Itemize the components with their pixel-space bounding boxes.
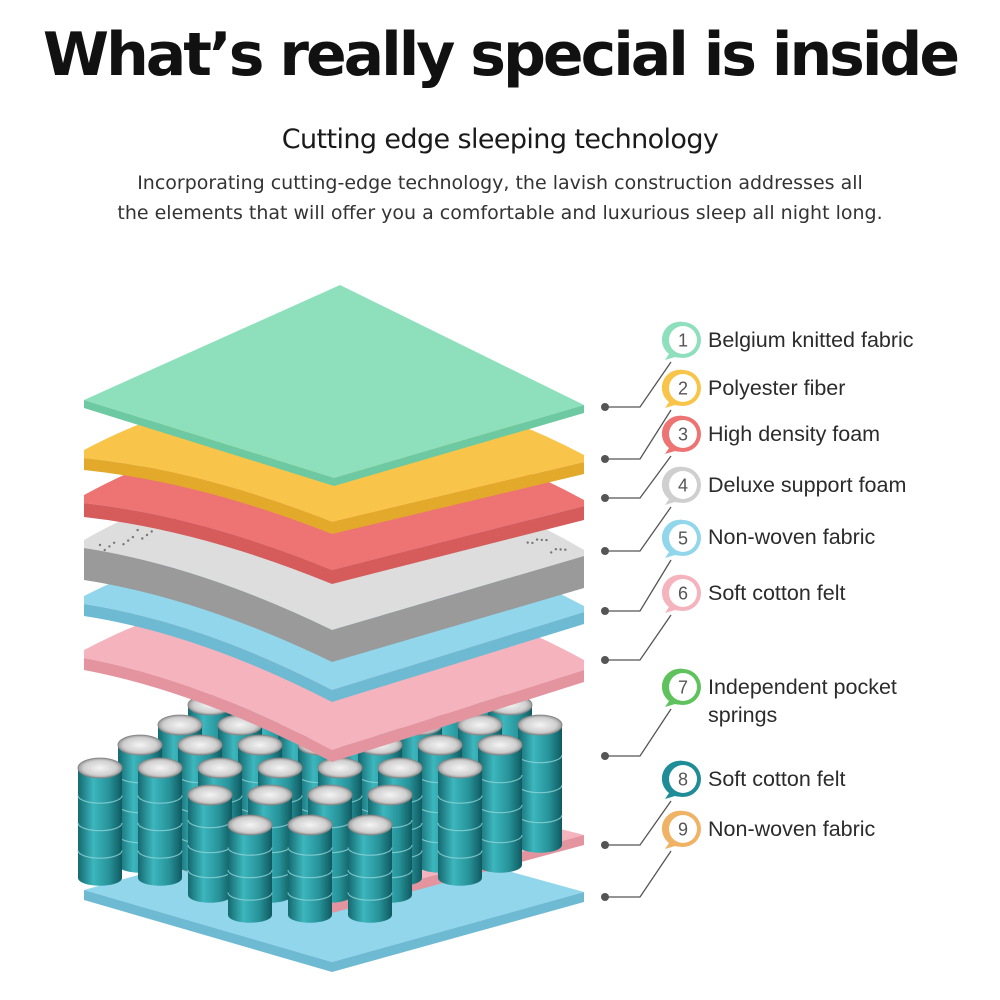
leader-lines: 1 2 3 4 5 6 7 8 9 — [601, 321, 701, 901]
layer-badge-3: 3 — [661, 415, 701, 454]
layer-label-7: Independent pocket springs — [708, 675, 897, 727]
leader-line-2 — [605, 409, 672, 460]
leader-line-8 — [605, 800, 672, 846]
leader-line-1 — [605, 361, 672, 408]
layer-label-1: Belgium knitted fabric — [708, 328, 914, 352]
leader-dot-2 — [601, 455, 609, 463]
page-subtitle: Cutting edge sleeping technology — [281, 124, 719, 155]
leader-dot-8 — [601, 841, 609, 849]
pocket-spring — [517, 714, 563, 853]
layer-badge-number-2: 2 — [678, 379, 688, 399]
layer-badge-9: 9 — [661, 810, 701, 849]
pocket-spring — [477, 734, 523, 873]
pocket-spring — [137, 757, 183, 886]
layer-badge-4: 4 — [661, 466, 701, 505]
layer-badge-2: 2 — [661, 369, 701, 408]
layer-badge-number-6: 6 — [678, 584, 688, 604]
layer-label-8: Soft cotton felt — [708, 767, 846, 791]
layer-badge-1: 1 — [661, 321, 701, 360]
leader-line-4 — [605, 506, 672, 552]
layer-badge-number-1: 1 — [678, 331, 688, 351]
leader-dot-9 — [601, 893, 609, 901]
description-line-1: Incorporating cutting-edge technology, t… — [137, 172, 863, 194]
leader-dot-1 — [601, 403, 609, 411]
layer-badge-5: 5 — [661, 519, 701, 558]
layer-badge-7: 7 — [661, 668, 701, 707]
leader-line-7 — [605, 708, 672, 757]
layer-1-shape — [84, 285, 584, 486]
description-line-2: the elements that will offer you a comfo… — [117, 202, 883, 224]
layer-label-3: High density foam — [708, 422, 881, 446]
description: Incorporating cutting-edge technology, t… — [100, 168, 900, 228]
layer-badge-number-3: 3 — [678, 425, 688, 445]
layer-badge-6: 6 — [661, 574, 701, 613]
layer-label-6: Soft cotton felt — [708, 581, 846, 605]
layer-badge-number-7: 7 — [678, 678, 688, 698]
leader-dot-6 — [601, 656, 609, 664]
pocket-spring — [187, 784, 233, 903]
leader-dot-4 — [601, 547, 609, 555]
pocket-spring — [77, 757, 123, 886]
leader-dot-7 — [601, 752, 609, 760]
layer-label-2: Polyester fiber — [708, 376, 846, 400]
layer-badge-number-9: 9 — [678, 820, 688, 840]
leader-line-9 — [605, 850, 672, 898]
leader-dot-5 — [601, 607, 609, 615]
leader-line-6 — [605, 614, 672, 661]
leader-line-5 — [605, 559, 672, 612]
layer-label-4: Deluxe support foam — [708, 473, 907, 497]
pocket-spring — [287, 814, 333, 923]
layer-label-5: Non-woven fabric — [708, 525, 876, 549]
layer-badge-number-5: 5 — [678, 529, 688, 549]
leader-dot-3 — [601, 494, 609, 502]
layer-badge-number-8: 8 — [678, 770, 688, 790]
layer-badge-number-4: 4 — [678, 476, 688, 496]
leader-line-3 — [605, 455, 672, 499]
layer-badge-8: 8 — [661, 760, 701, 799]
pocket-spring — [347, 814, 393, 923]
pocket-spring — [227, 814, 273, 923]
layer-label-9: Non-woven fabric — [708, 817, 876, 841]
pocket-spring — [437, 757, 483, 886]
page-title: What’s really special is inside — [42, 20, 960, 90]
